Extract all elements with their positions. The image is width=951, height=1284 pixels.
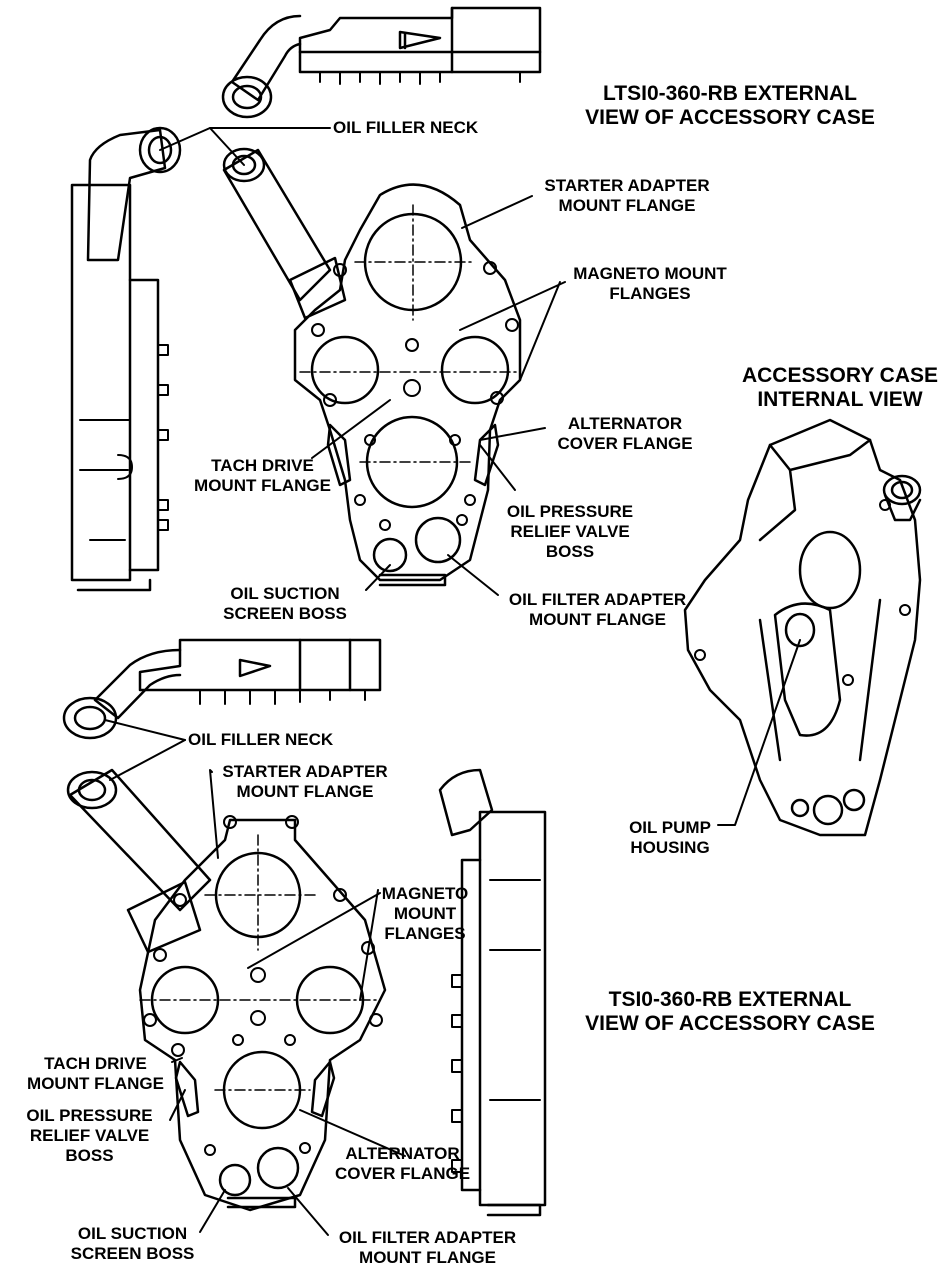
leader-lines — [104, 127, 801, 1236]
top-plan-view — [221, 6, 542, 119]
bottom-side-view — [438, 768, 547, 1217]
bottom-oil-filler-neck-label: OIL FILLER NECK — [188, 730, 334, 749]
top-oil-filler-neck-label: OIL FILLER NECK — [333, 118, 479, 137]
internal-view-case — [683, 418, 922, 837]
bottom-main-case — [66, 768, 387, 1212]
top-main-case — [222, 147, 522, 587]
bottom-plan-view — [62, 638, 382, 740]
top-side-view — [70, 126, 182, 592]
